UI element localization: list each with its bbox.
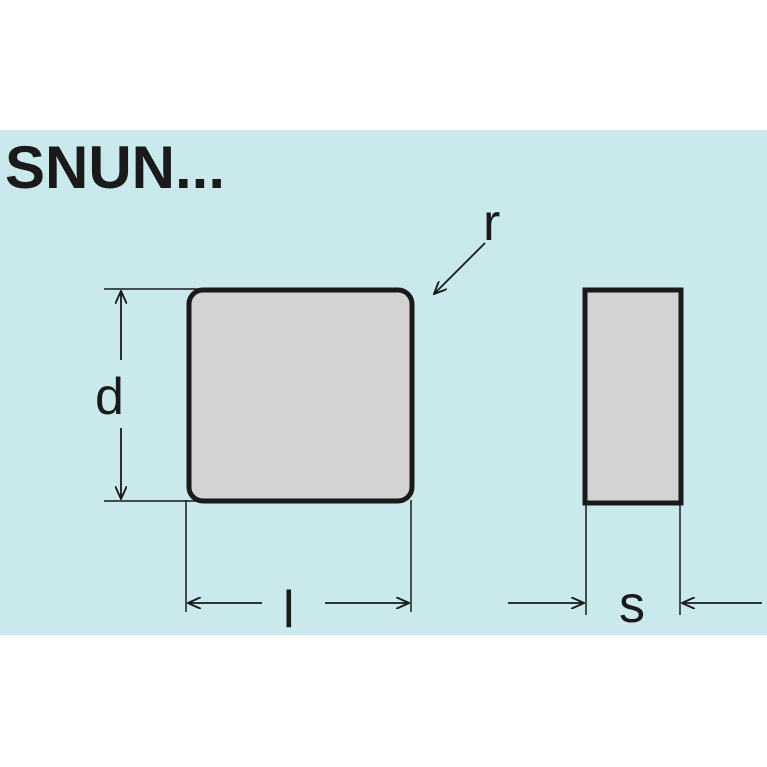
insert-side-view (582, 287, 684, 506)
length-label: l (283, 581, 295, 639)
title: SNUN... (5, 134, 225, 201)
thickness-label: s (619, 576, 645, 634)
radius-arrow (434, 242, 486, 294)
radius-label: r (483, 194, 500, 252)
insert-top-view (186, 287, 415, 504)
diameter-label: d (95, 368, 124, 426)
